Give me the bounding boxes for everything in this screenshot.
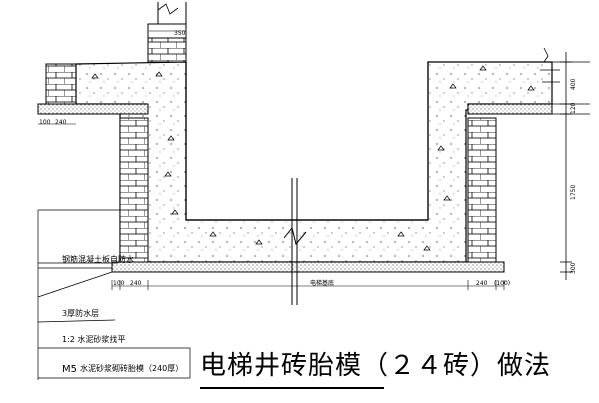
layer-leader-lines: [37, 209, 191, 380]
layer-4-prefix: M5: [62, 364, 77, 375]
layer-1-label: 钢筋混凝土板自防水: [62, 254, 134, 264]
left-ledge-slab: [37, 103, 149, 115]
layer-2-label: 3厚防水层: [62, 308, 99, 318]
left-brick-pit-wall: [119, 117, 149, 263]
dim-bottom-right-paren: (100): [494, 280, 510, 287]
center-label: 电梯基底: [310, 279, 334, 287]
dim-bottom-left-100: 100: [113, 280, 125, 287]
dim-base-slab: 300: [570, 262, 577, 274]
right-brick-pit-wall: [467, 117, 497, 263]
dim-top-slab: 400: [570, 78, 577, 90]
center-break-line: [283, 178, 307, 305]
dim-left-ledge-100: 100: [39, 119, 51, 126]
right-dimension-chain: [540, 47, 590, 280]
dim-wall-height: 1750: [570, 185, 577, 200]
right-ledge-slab: [467, 103, 553, 115]
dim-top-wall-width: 350: [174, 30, 186, 37]
layer-3-label: 1:2 水泥砂浆找平: [62, 334, 125, 344]
dim-bottom-left-240: 240: [130, 280, 142, 287]
dim-left-ledge-240: 240: [55, 119, 67, 126]
dim-bottom-right: 240: [476, 280, 488, 287]
bottom-dimension-line: [111, 280, 505, 290]
base-cushion-layer: [111, 261, 505, 273]
dim-right-small: 120: [570, 102, 577, 114]
top-brick-wall: [147, 2, 187, 63]
drawing-title: 电梯井砖胎模（２４砖）做法: [200, 351, 551, 381]
concrete-aggregate-marks: [91, 65, 535, 251]
layer-4-label: 水泥砂浆砌砖胎模（240厚）: [80, 363, 183, 373]
left-brick-stub: [45, 63, 77, 105]
